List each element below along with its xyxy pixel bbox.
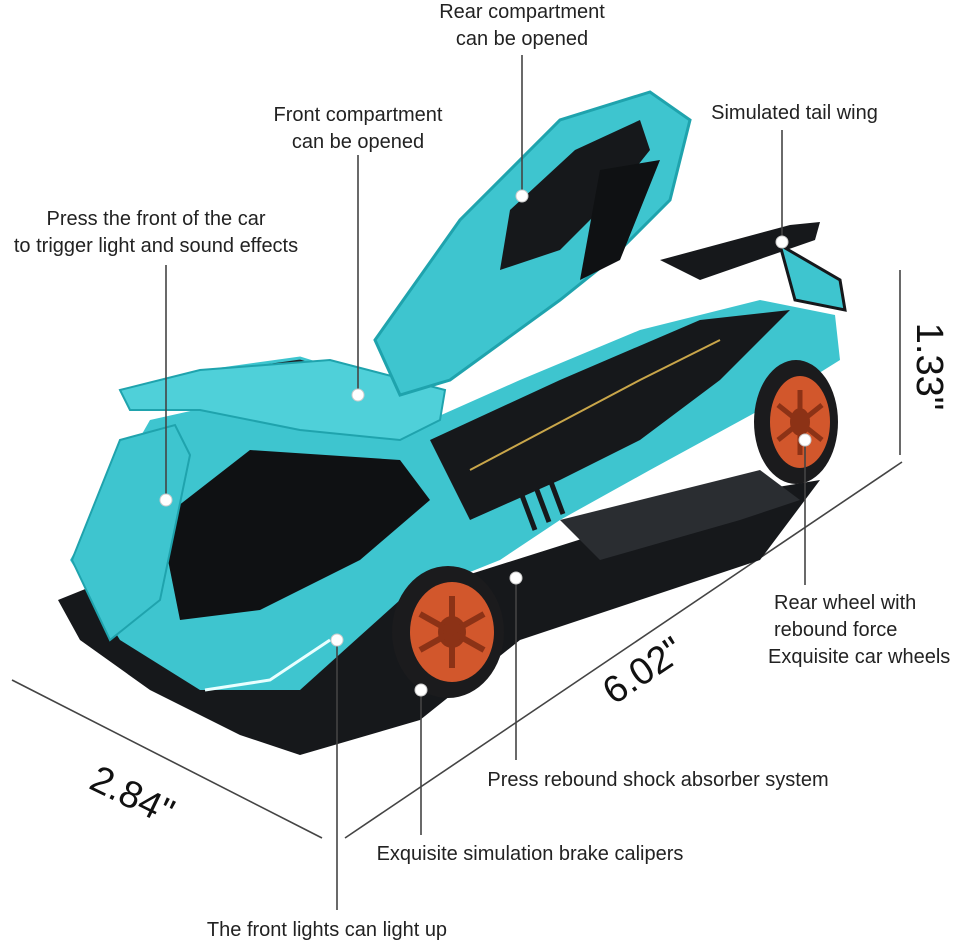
label-brake-calipers: Exquisite simulation brake calipers — [352, 841, 708, 868]
label-shock-absorber-line1: Press rebound shock absorber system — [487, 769, 829, 791]
label-rear-wheel-line1: Rear wheel with — [774, 592, 917, 614]
label-brake-calipers-line1: Exquisite simulation brake calipers — [376, 843, 684, 865]
car-side-gold-trim — [469, 339, 721, 471]
front-headlight-strip — [204, 638, 331, 692]
label-front-compartment-line2: can be opened — [291, 131, 425, 153]
dot-tail-wing — [775, 235, 789, 249]
dot-front-compartment — [351, 388, 365, 402]
dimension-height: 1.33" — [908, 322, 951, 411]
rear-door-frame — [580, 160, 660, 280]
toy-car-image — [58, 90, 847, 755]
label-rear-compartment-line1: Rear compartment — [439, 1, 605, 23]
label-front-compartment: Front compartment can be opened — [248, 102, 468, 156]
front-wheel — [392, 566, 504, 698]
dot-rear-compartment — [515, 189, 529, 203]
callout-dots — [159, 189, 812, 697]
car-side-inlay — [430, 310, 790, 520]
dot-shock-absorber — [509, 571, 523, 585]
length-dimension-line — [344, 461, 903, 839]
dot-rear-wheel — [798, 433, 812, 447]
label-tail-wing-line1: Simulated tail wing — [711, 102, 878, 124]
label-front-lights: The front lights can light up — [182, 917, 472, 944]
label-rear-wheel: Rear wheel with rebound force Exquisite … — [768, 590, 968, 671]
label-front-lights-line1: The front lights can light up — [206, 919, 448, 941]
width-dimension-line — [11, 679, 323, 839]
label-rear-compartment: Rear compartment can be opened — [412, 0, 632, 53]
label-rear-wheel-line3: Exquisite car wheels — [768, 646, 951, 668]
dot-brake-calipers — [414, 683, 428, 697]
label-shock-absorber: Press rebound shock absorber system — [462, 767, 854, 794]
label-rear-wheel-line2: rebound force — [774, 619, 898, 641]
label-light-sound-line2: to trigger light and sound effects — [13, 235, 299, 257]
rear-diffuser — [560, 470, 800, 560]
label-front-compartment-line1: Front compartment — [273, 104, 443, 126]
front-canopy — [118, 358, 447, 442]
dot-light-sound — [159, 493, 173, 507]
side-stripes — [517, 473, 566, 531]
label-light-sound: Press the front of the car to trigger li… — [0, 206, 312, 260]
dimension-lines — [11, 270, 903, 839]
front-hood-panel — [70, 423, 192, 642]
dot-front-lights — [330, 633, 344, 647]
label-rear-compartment-line2: can be opened — [455, 28, 589, 50]
tail-wing-fin — [777, 241, 847, 312]
label-light-sound-line1: Press the front of the car — [46, 208, 266, 230]
rear-door-window — [500, 120, 650, 270]
rear-wheel — [754, 360, 838, 484]
callout-lines — [165, 55, 806, 910]
car-interior — [160, 450, 430, 620]
label-tail-wing: Simulated tail wing — [692, 100, 897, 127]
